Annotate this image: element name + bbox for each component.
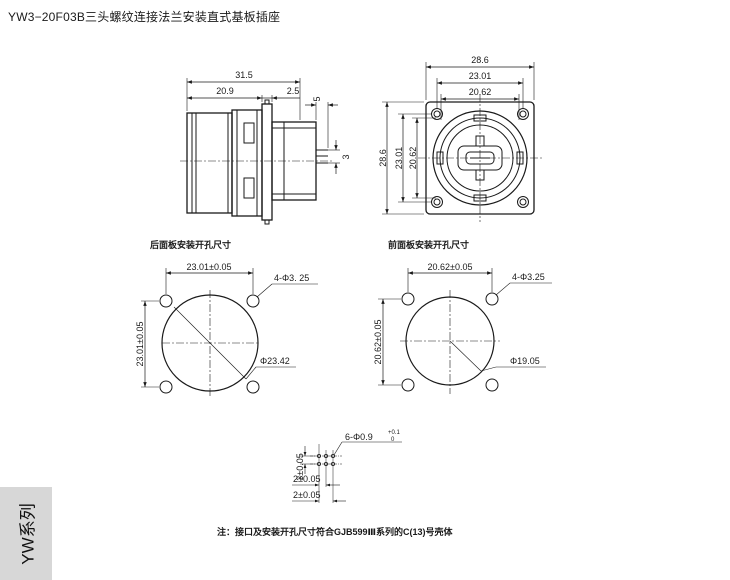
front-pitch-vertical: 20.62±0.05 xyxy=(373,320,383,365)
series-label: YW系列 xyxy=(18,502,38,565)
rear-pitch-vertical: 23.01±0.05 xyxy=(135,322,145,367)
compliance-note: 注：接口及安装开孔尺寸符合GJB599Ⅲ系列的C(13)号壳体 xyxy=(217,526,454,537)
dim-overall-length: 31.5 xyxy=(235,70,253,80)
dim-flange-width: 28.6 xyxy=(471,55,489,65)
front-bore-diameter: Φ19.05 xyxy=(510,356,540,366)
pcb-hole-tolerance-lower: 0 xyxy=(391,437,395,443)
series-side-tab: YW系列 xyxy=(0,487,52,580)
pcb-hole-pattern xyxy=(292,441,402,503)
front-view xyxy=(382,62,542,222)
rear-mounting-holes: 4-Φ3. 25 xyxy=(274,273,309,283)
dim-flange: 2.5 xyxy=(287,86,300,96)
front-panel-caption: 前面板安装开孔尺寸 xyxy=(388,239,469,250)
dim-pin-gap: 3 xyxy=(341,154,351,159)
pcb-hole-tolerance-upper: +0.1 xyxy=(388,430,401,436)
front-mounting-holes: 4-Φ3.25 xyxy=(512,272,545,282)
dim-body-length: 20.9 xyxy=(216,86,234,96)
front-panel-cutout xyxy=(378,268,552,394)
dim-hole-pitch: 23.01 xyxy=(469,71,492,81)
front-pitch-horizontal: 20.62±0.05 xyxy=(428,262,473,272)
dim-inner-pitch: 20.62 xyxy=(469,87,492,97)
rear-panel-caption: 后面板安装开孔尺寸 xyxy=(150,239,231,250)
side-view xyxy=(180,78,340,225)
dim-inner-pitch-vertical: 20.62 xyxy=(408,147,418,170)
pcb-column-pitch-1: 2±0.05 xyxy=(293,474,320,484)
dim-flange-height: 28.6 xyxy=(378,149,388,167)
rear-panel-cutout xyxy=(141,268,318,396)
dim-pin-length: 5 xyxy=(312,96,322,101)
rear-bore-diameter: Φ23.42 xyxy=(260,356,290,366)
pcb-hole-callout: 6-Φ0.9 xyxy=(345,432,373,442)
dim-hole-pitch-vertical: 23.01 xyxy=(394,147,404,170)
rear-pitch-horizontal: 23.01±0.05 xyxy=(187,262,232,272)
drawing-title: YW3−20F03B三头螺纹连接法兰安装直式基板插座 xyxy=(8,10,281,24)
pcb-column-pitch-2: 2±0.05 xyxy=(293,490,320,500)
pcb-row-pitch: 3±0.05 xyxy=(295,453,305,480)
